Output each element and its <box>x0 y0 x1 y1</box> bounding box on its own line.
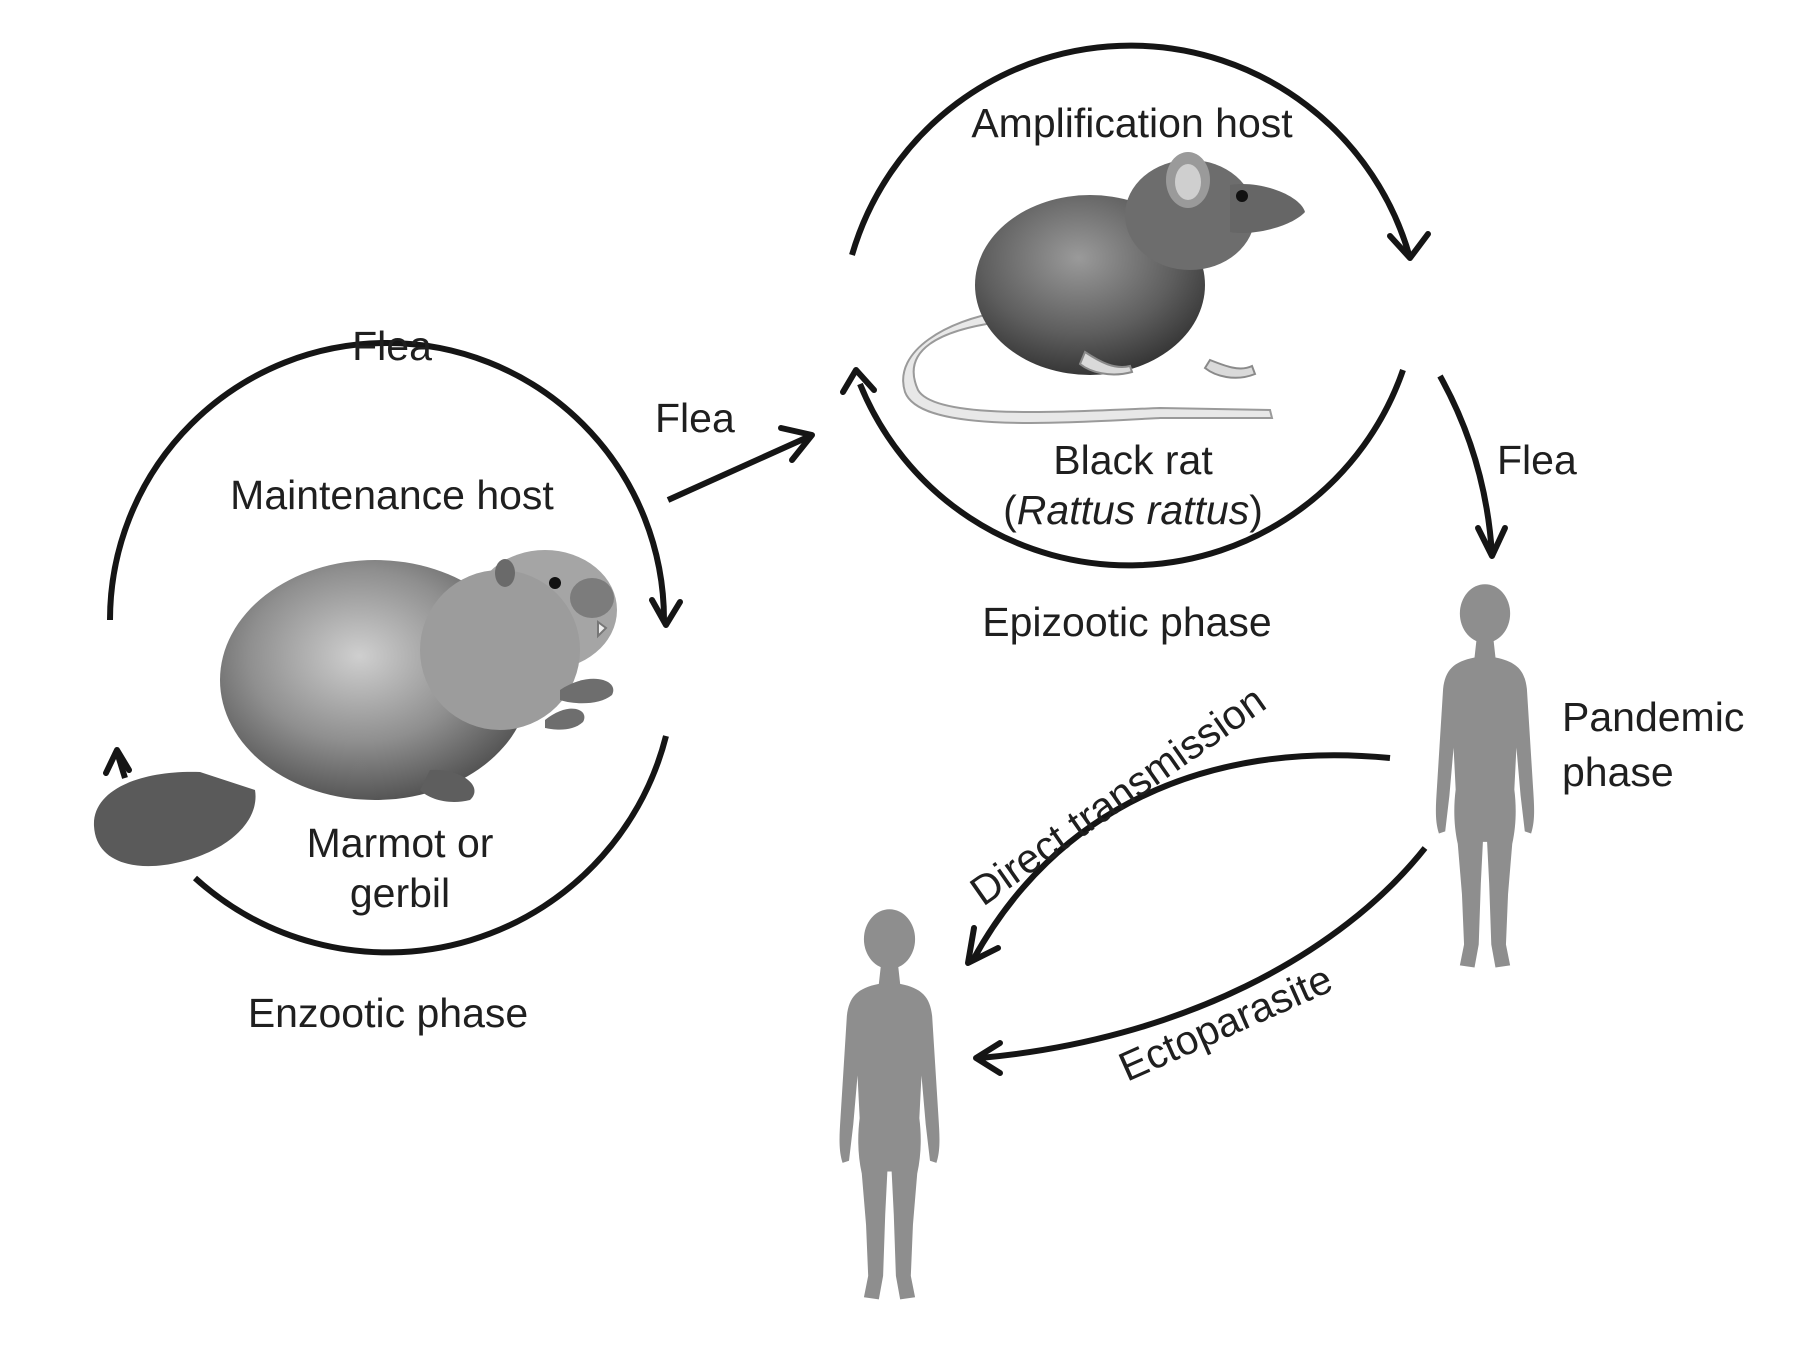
flea-to-human-arrowhead <box>1475 525 1508 559</box>
epizootic-cycle-upper-arc <box>849 42 1413 259</box>
epizootic-cycle-lower-arc <box>857 369 1406 569</box>
enzootic-cycle-upper-arc <box>107 340 667 621</box>
enzootic-return-stub <box>114 751 128 779</box>
flea-transfer-arrow <box>666 434 810 503</box>
amplification-host-label: Amplification host <box>971 100 1293 146</box>
epizootic-phase-label: Epizootic phase <box>982 599 1272 645</box>
beaver-illustration <box>93 550 617 867</box>
maintenance-host-label: Maintenance host <box>230 472 554 518</box>
scientific-name-label: (Rattus rattus) <box>1003 487 1263 533</box>
black-rat-illustration <box>902 152 1305 424</box>
human-silhouette-icon <box>1435 584 1535 968</box>
black-rat-label: Black rat <box>1053 437 1213 483</box>
human-silhouette-icon <box>839 909 940 1300</box>
enzootic-cycle-right-arc <box>192 735 669 956</box>
scientific-name-text: Rattus rattus <box>1016 487 1250 533</box>
epizootic-arrowhead <box>1387 231 1431 261</box>
enzootic-phase-label: Enzootic phase <box>247 990 529 1036</box>
ectoparasite-arrow <box>979 846 1428 1061</box>
direct-transmission-arrow <box>970 752 1391 962</box>
enzootic-return-arrowhead <box>103 747 132 776</box>
marmot-label-line2: gerbil <box>349 870 451 916</box>
flea-to-human-arrow <box>1437 374 1495 556</box>
flea-transfer-arrowhead <box>778 425 815 463</box>
direct-transmission-arrowhead <box>965 925 1001 966</box>
pandemic-phase-label: Pandemic phase <box>1562 690 1744 800</box>
enzootic-flea-label: Flea <box>352 323 432 369</box>
pandemic-label-line1: Pandemic <box>1562 694 1745 740</box>
marmot-label-line1: Marmot or <box>306 820 494 866</box>
ectoparasite-arrowhead <box>973 1040 1003 1076</box>
enzootic-arrowhead <box>649 597 683 628</box>
direct-transmission-label: Direct transmission <box>962 677 1274 915</box>
epizootic-return-arrowhead <box>840 367 877 395</box>
transfer-flea-label: Flea <box>655 395 735 441</box>
marmot-gerbil-label: Marmot or gerbil <box>307 818 494 918</box>
pandemic-label-line2: phase <box>1562 749 1674 795</box>
to-human-flea-label: Flea <box>1497 437 1577 483</box>
